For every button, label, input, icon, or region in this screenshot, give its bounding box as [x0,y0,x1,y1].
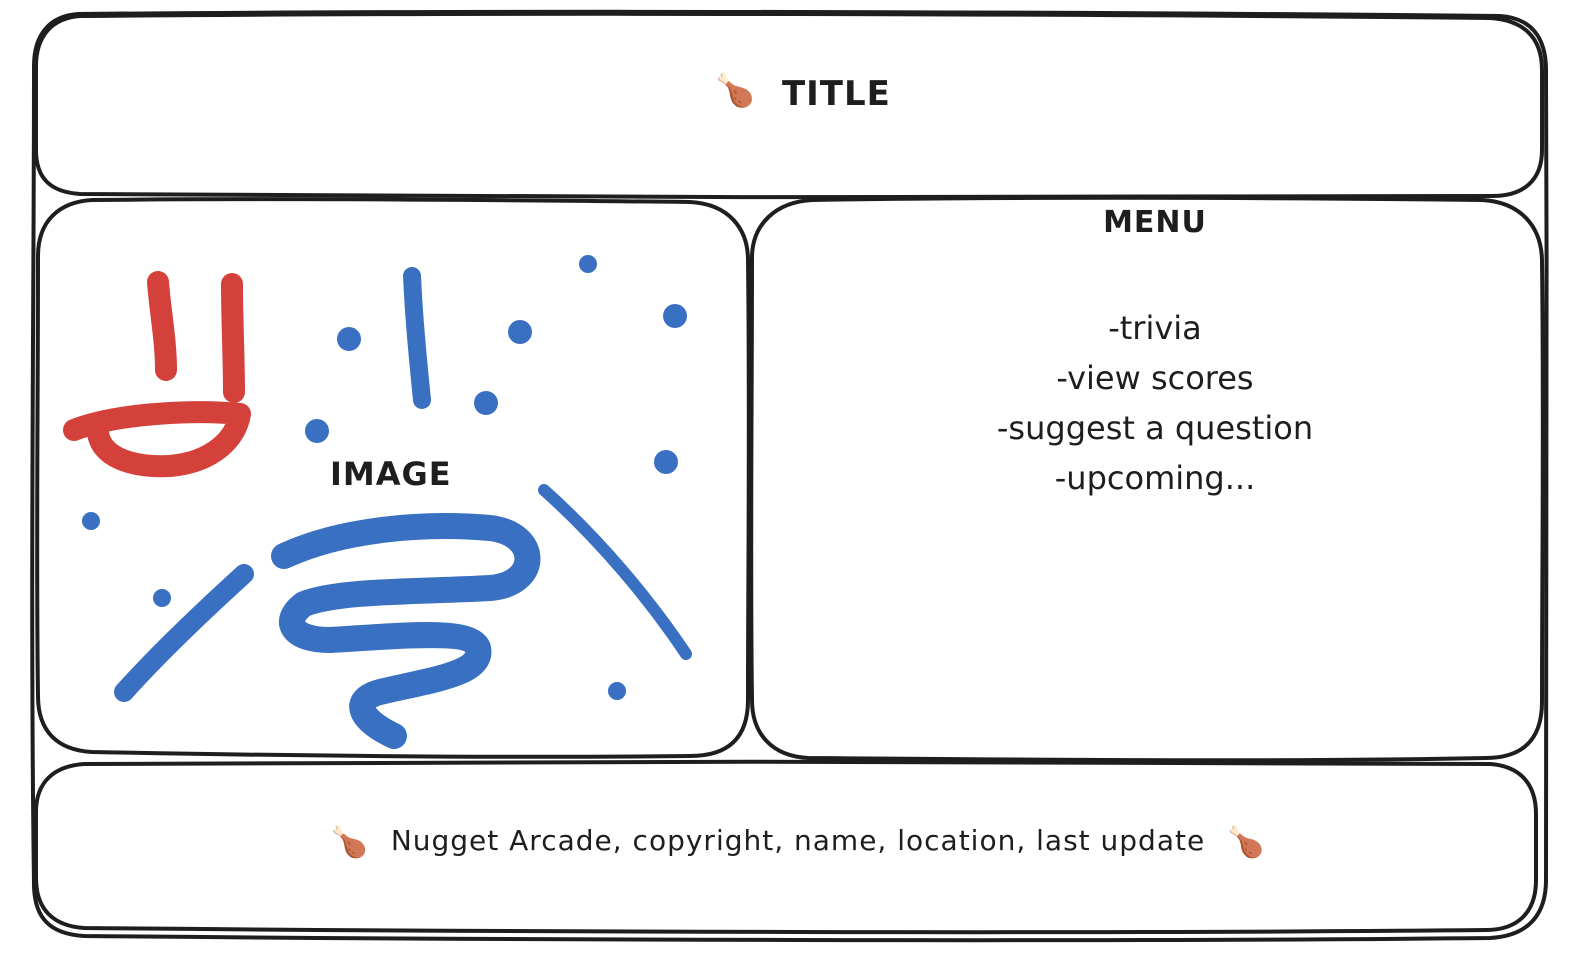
red-bowl [63,401,251,478]
blue-dot [153,589,171,607]
header-box [34,11,1544,200]
drumstick-icon: 🍗 [1227,825,1266,860]
blue-dot [337,327,361,351]
image-panel-box [35,197,751,759]
menu-heading: MENU [1103,205,1207,240]
drumstick-icon: 🍗 [330,825,369,860]
blue-dot [608,682,626,700]
footer-text: Nugget Arcade, copyright, name, location… [390,824,1206,857]
menu-item-trivia[interactable]: -trivia [1108,309,1202,347]
drumstick-icon: 🍗 [715,71,756,109]
blue-dot [474,391,498,415]
blue-doodle-group [114,267,692,749]
blue-dot [654,450,678,474]
blue-dot [508,320,532,344]
blue-dot [82,512,100,530]
image-placeholder-label: IMAGE [330,455,452,493]
menu-list: -trivia -view scores -suggest a question… [770,303,1540,503]
menu-item-suggest-question[interactable]: -suggest a question [996,409,1314,447]
blue-squiggle [271,513,541,749]
header-title-row: 🍗 TITLE [0,71,1596,114]
blue-dot [663,304,687,328]
blue-dot [579,255,597,273]
menu-item-view-scores[interactable]: -view scores [1056,359,1254,397]
page-title: TITLE [781,74,891,114]
blue-dots-group [82,255,687,700]
red-stroke-right [221,273,245,403]
red-doodle-group [63,271,251,478]
footer-box [34,759,1538,935]
menu-panel-box [749,195,1545,763]
blue-vertical-stroke [403,267,431,409]
blue-diagonal-right [538,484,692,660]
blue-dot [305,419,329,443]
red-stroke-left [147,271,177,381]
outer-frame [30,9,1549,943]
footer-row: 🍗 Nugget Arcade, copyright, name, locatio… [0,823,1596,860]
menu-item-upcoming[interactable]: -upcoming... [1054,459,1256,497]
blue-diagonal-left [114,564,254,702]
